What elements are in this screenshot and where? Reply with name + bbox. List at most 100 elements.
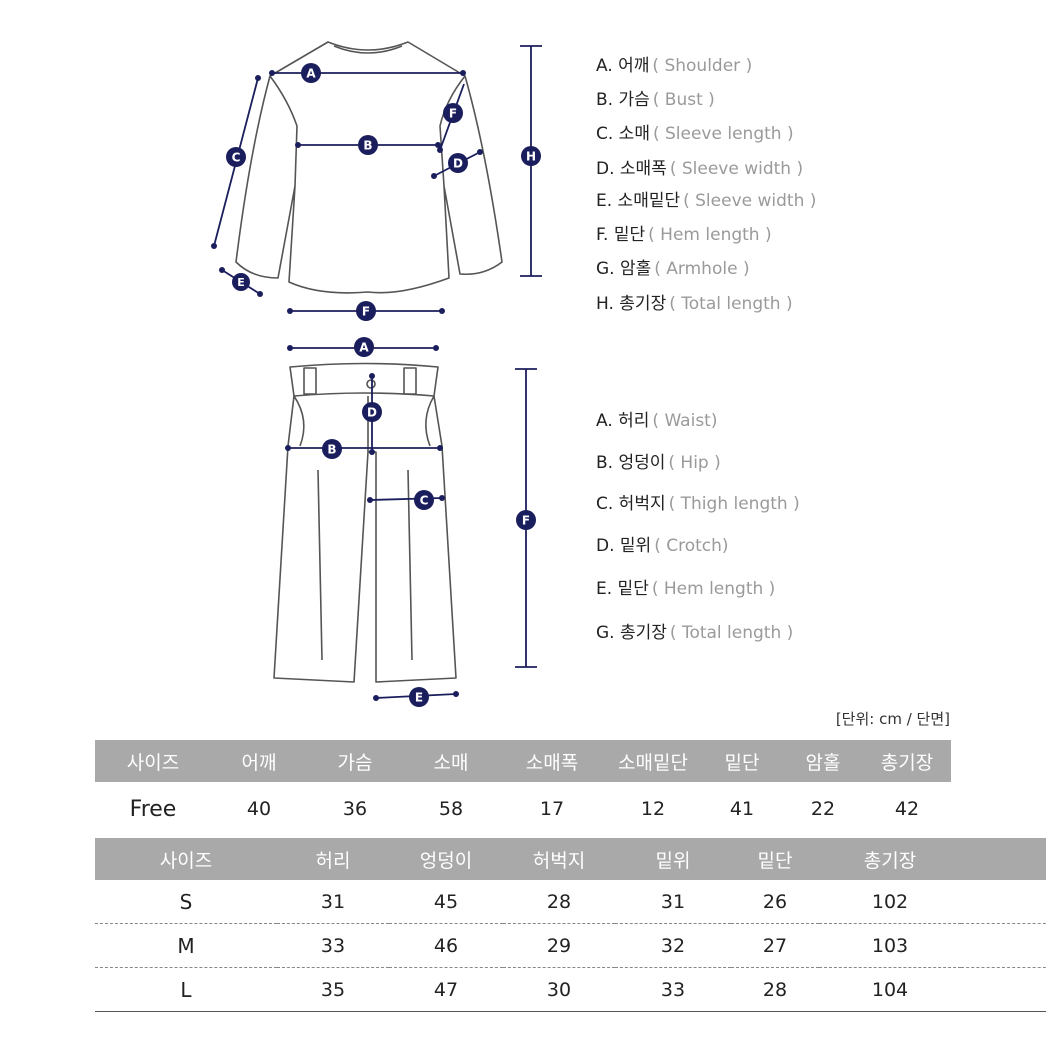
sweater-illustration	[235, 41, 503, 294]
svg-text:F: F	[362, 305, 370, 319]
marker-top-d: D	[448, 153, 468, 173]
svg-text:E: E	[415, 691, 423, 705]
table-cell: 41	[729, 798, 755, 820]
marker-top-f-hem: F	[356, 301, 376, 321]
svg-text:C: C	[232, 151, 241, 165]
table-cell: 31	[615, 880, 731, 924]
sweater-measurements	[211, 45, 542, 314]
top-legend-item: C. 소매( Sleeve length )	[596, 124, 794, 144]
table-cell: 102	[819, 880, 961, 924]
table-cell: 58	[438, 798, 464, 820]
table-header	[961, 838, 1046, 880]
bottom-legend-item: G. 총기장( Total length )	[596, 623, 794, 643]
marker-bottom-a: A	[354, 337, 374, 357]
top-legend-item: E. 소매밑단( Sleeve width )	[596, 191, 817, 211]
svg-text:H: H	[526, 150, 536, 164]
table-header: 사이즈	[95, 740, 211, 782]
table-header: 총기장	[819, 838, 961, 880]
table-header: 어깨	[211, 740, 307, 782]
marker-top-a: A	[301, 63, 321, 83]
table-cell: 46	[389, 923, 503, 968]
bottom-legend-item: D. 밑위( Crotch)	[596, 536, 729, 556]
table-cell: 30	[546, 978, 572, 1001]
table-cell: 42	[894, 798, 920, 820]
svg-text:B: B	[327, 443, 336, 457]
table-cell: 29	[503, 923, 615, 968]
top-legend-item: D. 소매폭( Sleeve width )	[596, 159, 804, 179]
top-size-table: 사이즈 어깨 가슴 소매 소매폭 소매밑단 밑단 암홀 총기장 Free 40 …	[95, 740, 951, 836]
svg-text:D: D	[367, 406, 377, 420]
svg-text:D: D	[453, 157, 463, 171]
bottom-legend-item: B. 엉덩이( Hip )	[596, 453, 721, 473]
table-row: M 33 46 29 32 27 103	[95, 923, 1046, 968]
table-cell-size: L	[180, 977, 192, 1002]
svg-text:A: A	[306, 67, 316, 81]
marker-bottom-c: C	[414, 490, 434, 510]
svg-text:E: E	[237, 276, 245, 289]
table-cell: 32	[615, 923, 731, 968]
table-header-row: 사이즈 허리 엉덩이 허벅지 밑위 밑단 총기장	[95, 838, 1046, 880]
top-legend-item: A. 어깨( Shoulder )	[596, 56, 753, 76]
table-header-row: 사이즈 어깨 가슴 소매 소매폭 소매밑단 밑단 암홀 총기장	[95, 740, 951, 782]
table-cell: 26	[731, 880, 819, 924]
table-cell: 27	[731, 923, 819, 968]
table-header: 가슴	[307, 740, 403, 782]
table-header: 엉덩이	[389, 838, 503, 880]
unit-note: [단위: cm / 단면]	[835, 710, 950, 728]
table-cell: 36	[342, 798, 368, 820]
table-row: L 35 47 30 33 28 104	[95, 968, 1046, 1012]
table-cell: 40	[246, 798, 272, 820]
table-row: S 31 45 28 31 26 102	[95, 880, 1046, 924]
table-row: Free 40 36 58 17 12 41 22 42	[95, 782, 951, 836]
table-cell: 12	[640, 798, 666, 820]
table-cell: 31	[277, 880, 389, 924]
table-cell: 28	[762, 978, 788, 1001]
svg-text:C: C	[420, 494, 429, 508]
marker-bottom-b: B	[322, 439, 342, 459]
table-cell	[961, 880, 1046, 924]
top-legend-item: H. 총기장( Total length )	[596, 294, 793, 314]
table-cell: 35	[320, 978, 346, 1001]
bottom-size-table: 사이즈 허리 엉덩이 허벅지 밑위 밑단 총기장 S 31 45 28 31 2…	[95, 838, 1046, 1012]
table-header: 허리	[277, 838, 389, 880]
table-header: 소매폭	[499, 740, 605, 782]
svg-text:B: B	[363, 139, 372, 153]
measurement-diagram: .outline { fill: none; stroke: #555; str…	[211, 41, 542, 707]
table-cell: 104	[871, 978, 909, 1001]
table-cell	[961, 968, 1046, 1012]
table-cell: 45	[389, 880, 503, 924]
marker-bottom-d: D	[362, 402, 382, 422]
table-cell: 28	[503, 880, 615, 924]
table-cell: 17	[539, 798, 565, 820]
table-header: 암홀	[783, 740, 863, 782]
table-header: 밑위	[615, 838, 731, 880]
top-legend-item: B. 가슴( Bust )	[596, 90, 715, 110]
table-header: 허벅지	[503, 838, 615, 880]
table-cell: 22	[810, 798, 836, 820]
table-header: 밑단	[701, 740, 783, 782]
bottom-legend-item: E. 밑단( Hem length )	[596, 579, 776, 599]
table-cell: 33	[660, 978, 686, 1001]
svg-text:F: F	[522, 514, 530, 528]
table-header: 밑단	[731, 838, 819, 880]
table-cell	[961, 923, 1046, 968]
table-cell-size: S	[95, 880, 277, 924]
table-cell-size: Free	[129, 796, 177, 822]
table-header: 소매밑단	[605, 740, 701, 782]
marker-top-e: E	[232, 273, 250, 291]
bottom-legend-item: C. 허벅지( Thigh length )	[596, 494, 800, 514]
table-cell: 33	[277, 923, 389, 968]
table-header: 총기장	[863, 740, 951, 782]
marker-top-b: B	[358, 135, 378, 155]
marker-bottom-e: E	[409, 687, 429, 707]
marker-top-f-armhole: F	[443, 103, 463, 123]
marker-top-c: C	[226, 147, 246, 167]
table-header: 사이즈	[95, 838, 277, 880]
top-legend-item: F. 밑단( Hem length )	[596, 225, 772, 245]
svg-text:F: F	[449, 107, 457, 121]
marker-bottom-f: F	[516, 510, 536, 530]
table-cell: 103	[819, 923, 961, 968]
table-cell: 47	[433, 978, 459, 1001]
table-header: 소매	[403, 740, 499, 782]
top-legend-item: G. 암홀( Armhole )	[596, 259, 750, 279]
